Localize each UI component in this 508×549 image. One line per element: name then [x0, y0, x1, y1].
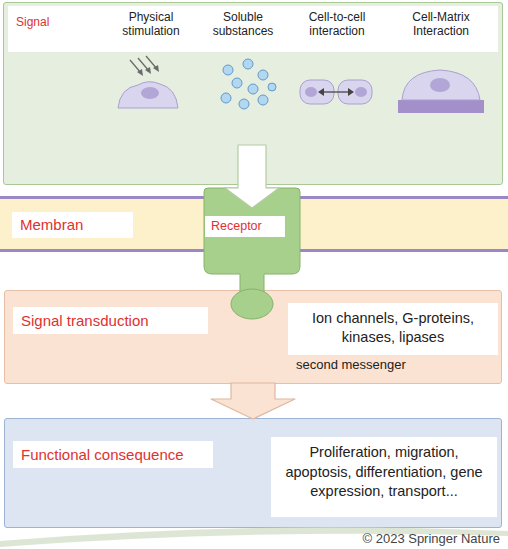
band-note: second messenger	[296, 357, 496, 372]
signal-type: Soluble substances	[193, 10, 293, 39]
signal-band: Signal Physical stimulationSoluble substa…	[3, 2, 503, 185]
copyright-note: © 2023 Springer Nature	[363, 531, 501, 546]
receptor-shape: Receptor	[200, 186, 304, 322]
block-arrow	[225, 145, 279, 208]
band-heading: Signal	[16, 15, 86, 29]
block-arrow	[211, 383, 295, 419]
signal-type: Physical stimulation	[101, 10, 201, 39]
band-body: Proliferation, migration, apoptosis, dif…	[271, 437, 497, 517]
signal-type: Cell-Matrix Interaction	[391, 10, 491, 39]
band-body: Ion channels, G-proteins, kinases, lipas…	[288, 303, 498, 355]
receptor-outline	[200, 186, 304, 322]
signal-type: Cell-to-cell interaction	[287, 10, 387, 39]
band-heading: Signal transduction	[13, 307, 208, 334]
consequence-band: Functional consequence Proliferation, mig…	[4, 418, 502, 528]
band-heading: Functional consequence	[13, 441, 213, 468]
footer-swoosh	[0, 527, 508, 547]
receptor-domain	[231, 289, 273, 319]
band-heading: Membran	[12, 212, 133, 238]
receptor-label: Receptor	[205, 216, 285, 237]
receptor-body	[204, 188, 300, 292]
